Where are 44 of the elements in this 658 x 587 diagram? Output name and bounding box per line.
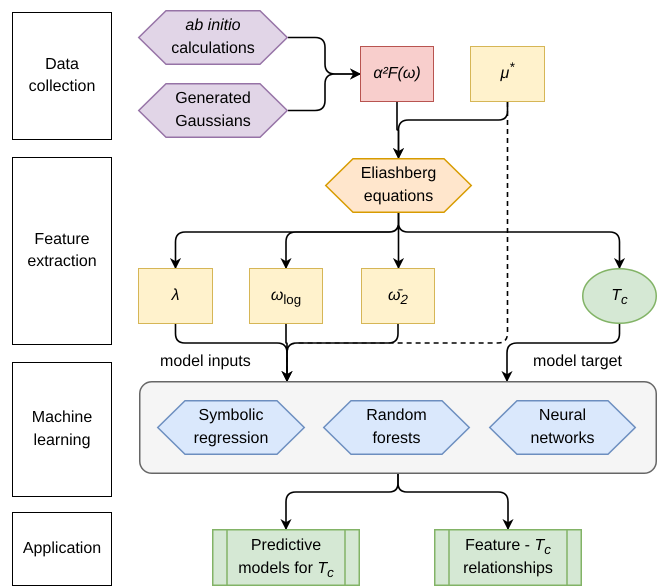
node-label: ab initio calculations: [170, 16, 256, 58]
arrow: [397, 474, 514, 530]
stage-box: [12, 12, 112, 140]
stage-box: [12, 512, 112, 586]
process-box: [470, 46, 545, 102]
process-box: [249, 268, 323, 324]
arrow: [501, 324, 620, 382]
node-label: λ: [170, 286, 180, 306]
node-label: Feature - T$_{c}$ relationships: [462, 536, 554, 578]
arrow: [398, 213, 626, 270]
node-label: Feature extraction: [26, 230, 98, 272]
node-label: Neural networks: [529, 406, 596, 448]
stage-box: [12, 157, 112, 345]
node-label: Machine learning: [30, 408, 94, 450]
node-label: Generated Gaussians: [174, 89, 252, 132]
annotation-label: model inputs: [160, 353, 251, 371]
node-label: μ$^{*}$: [499, 62, 516, 84]
process-hexagon: [323, 400, 470, 455]
process-hexagon: [138, 83, 288, 138]
group-panel: [139, 381, 657, 474]
arrow: [288, 68, 362, 112]
node-label: T$_{c}$: [610, 286, 629, 308]
process-hexagon: [138, 10, 288, 65]
node-label: ω$_{log}$: [270, 286, 302, 308]
stage-box: [12, 362, 112, 497]
annotation-label: model target: [533, 353, 622, 371]
predefined-process-box: [212, 529, 360, 586]
node-label: Predictive models for T$_{c}$: [237, 536, 335, 580]
process-box: [360, 46, 434, 102]
process-box: [138, 268, 213, 324]
node-label: α²F(ω): [372, 64, 422, 84]
node-label: Symbolic regression: [192, 406, 270, 448]
arrow: [281, 324, 399, 382]
node-label: Eliashberg equations: [360, 164, 438, 206]
node-label: Random forests: [365, 406, 428, 448]
process-ellipse: [582, 268, 657, 324]
node-label: Data collection: [28, 54, 96, 97]
node-label: ω̄$_{2}$: [387, 286, 409, 308]
node-label: Application: [22, 538, 102, 559]
process-hexagon: [489, 400, 636, 455]
predefined-process-box: [434, 529, 582, 586]
process-hexagon: [325, 158, 472, 213]
process-box: [361, 268, 435, 324]
process-hexagon: [157, 400, 305, 455]
